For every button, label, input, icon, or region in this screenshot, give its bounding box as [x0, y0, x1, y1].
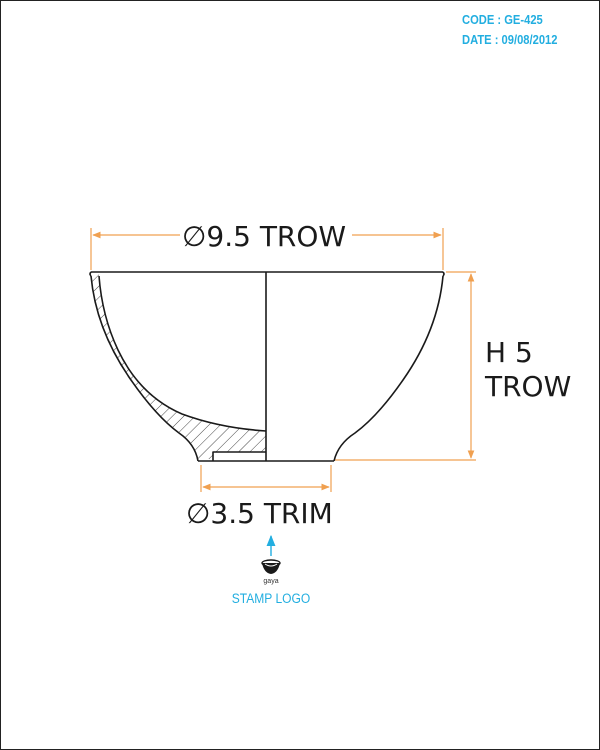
height-label-line1: H 5: [485, 336, 533, 369]
top-diameter-dimension: ∅9.5 TROW: [92, 220, 442, 253]
base-diameter-label: ∅3.5 TRIM: [186, 497, 333, 530]
drawing-metadata: CODE : GE-425 DATE : 09/08/2012: [462, 10, 558, 50]
bowl-section-hatch: [91, 274, 266, 459]
extension-lines: [90, 228, 476, 492]
drawing-date: DATE : 09/08/2012: [462, 32, 558, 47]
stamp-label: STAMP LOGO: [232, 590, 310, 606]
stamp-logo-icon: [261, 559, 281, 574]
height-dimension: H 5 TROW: [467, 273, 571, 459]
height-label-line2: TROW: [484, 370, 571, 403]
product-code: CODE : GE-425: [462, 12, 543, 27]
top-diameter-label: ∅9.5 TROW: [182, 220, 346, 253]
stamp-brand: gaya: [263, 578, 278, 585]
bowl-outline: [89, 271, 445, 462]
base-diameter-dimension: ∅3.5 TRIM: [186, 483, 333, 530]
